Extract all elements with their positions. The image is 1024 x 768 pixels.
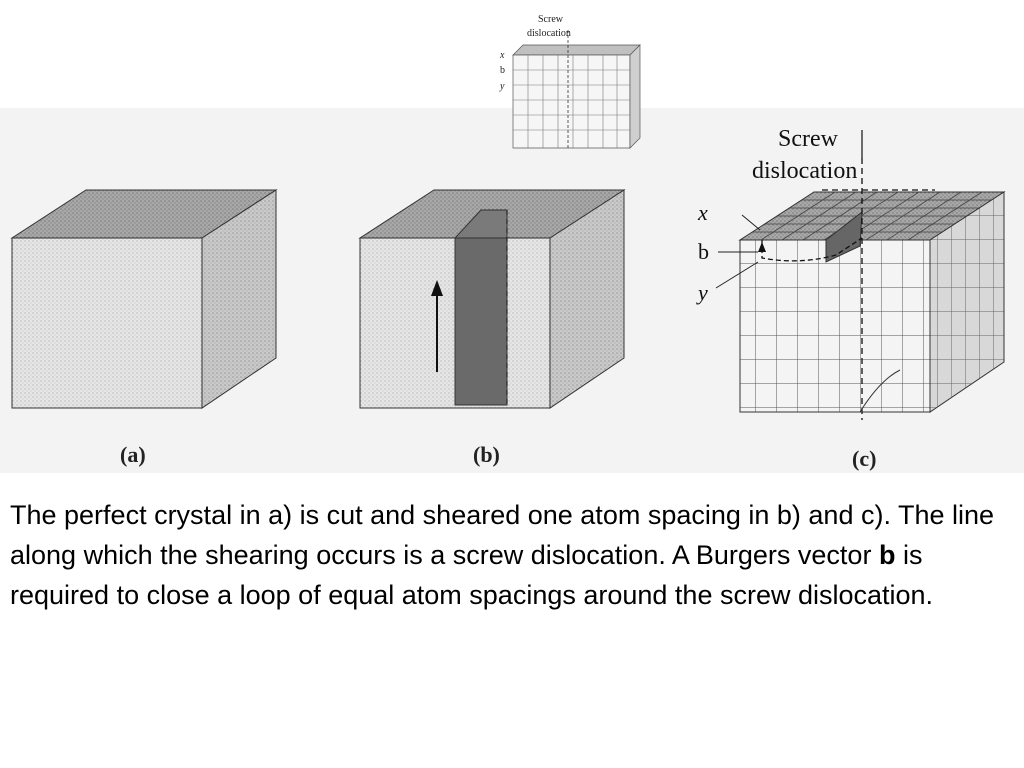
dislocation-label: dislocation [752, 158, 857, 184]
cube-a [10, 189, 278, 409]
small-inset-y-label: y [499, 81, 505, 92]
cube-c [715, 130, 1006, 420]
cube-b-side-face [549, 189, 625, 409]
small-inset-x-label: x [499, 50, 505, 61]
caption-text-part-1: The perfect crystal in a) is cut and she… [10, 500, 995, 570]
caption-burgers-vector-bold: b [878, 540, 896, 570]
panel-c-label: (c) [852, 446, 876, 471]
small-inset-dislocation-label: dislocation [527, 28, 571, 39]
b-label: b [698, 239, 709, 264]
caption-text-part-2: is required to close a loop of equal ato… [10, 540, 934, 610]
arrow-up-icon [758, 242, 766, 252]
cube-a-front-face [11, 237, 203, 409]
arrow-up-icon [431, 280, 443, 296]
cube-a-side-face [201, 189, 277, 409]
figure-caption: The perfect crystal in a) is cut and she… [10, 495, 1018, 615]
panel-b-label: (b) [473, 442, 500, 467]
cube-b-cut-plane [454, 237, 508, 406]
x-label: x [697, 200, 708, 225]
cube-c-side-face [929, 191, 1005, 413]
panel-a-label: (a) [120, 442, 146, 467]
crystal-dislocation-figure: Screw dislocation x b y (a) (b) [0, 14, 1024, 473]
small-inset-diagram: Screw dislocation x b y [499, 14, 641, 149]
screw-label: Screw [778, 126, 839, 152]
cube-b [358, 189, 626, 409]
y-label: y [696, 280, 708, 305]
cube-c-shear-step [825, 210, 863, 263]
small-inset-screw-label: Screw [538, 14, 564, 25]
small-inset-b-label: b [500, 65, 505, 76]
burgers-loop [761, 237, 863, 262]
cube-c-front-face [739, 239, 931, 413]
